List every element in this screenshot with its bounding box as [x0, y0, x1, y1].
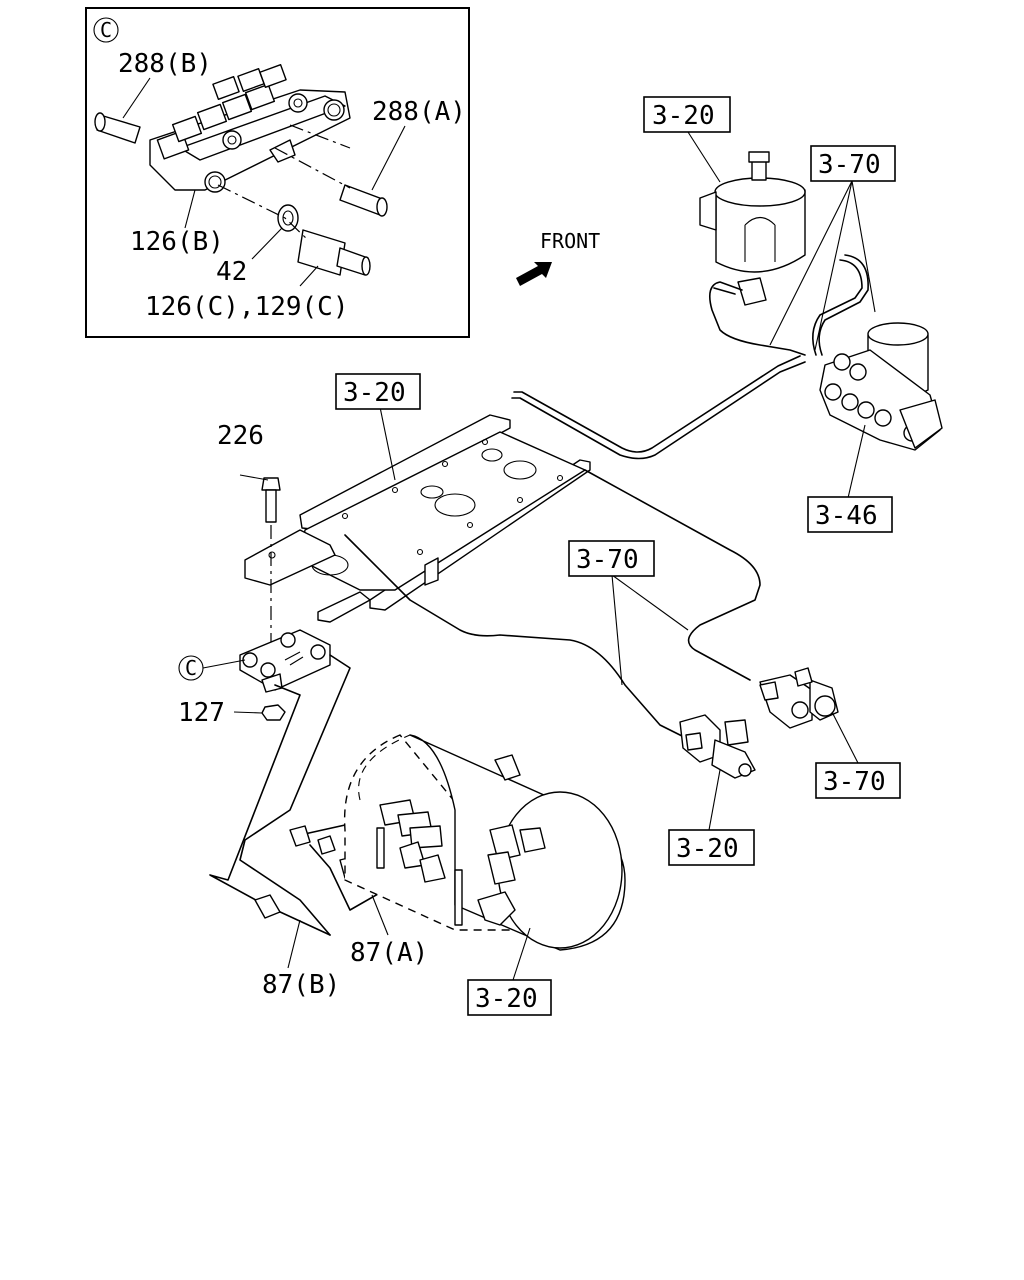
ref-label-pipes-mid: 3-70: [576, 545, 639, 575]
callout-c-text: C: [185, 656, 197, 680]
inset-label-fitting: 126(C),129(C): [145, 292, 349, 322]
bolt-226: [261, 477, 281, 650]
leader-lines: [202, 131, 876, 981]
inset-detail-c: C: [85, 7, 470, 338]
inset-marker-text: C: [100, 18, 112, 42]
ref-label-dryer: 3-46: [815, 501, 878, 531]
ref-label-frame: 3-20: [343, 378, 406, 408]
ref-box-valve-right: 3-70: [815, 762, 901, 799]
relay-valve-right: [759, 667, 839, 729]
ref-label-tank-top: 3-20: [652, 101, 715, 131]
inset-fitting: [297, 229, 371, 276]
callout-c-circle: [178, 655, 204, 681]
valve-assembly-c: [239, 629, 331, 693]
ref-box-frame: 3-20: [335, 373, 421, 410]
main-air-tank: [343, 734, 626, 951]
ref-label-tank-bottom: 3-20: [475, 984, 538, 1014]
air-dryer: [819, 322, 943, 451]
label-bolt: 226: [217, 421, 264, 451]
inset-washer: [277, 204, 299, 232]
ref-box-pipes-mid: 3-70: [568, 540, 655, 577]
label-pipe-b: 87(B): [262, 970, 340, 1000]
inset-frame: [85, 7, 470, 338]
ref-box-valve-mid: 3-20: [668, 829, 755, 866]
ref-label-valve-right: 3-70: [823, 767, 886, 797]
chassis-frame: [244, 414, 591, 623]
front-arrow-icon: [516, 262, 552, 286]
ref-label-valve-mid: 3-20: [676, 834, 739, 864]
inset-label-pin-b: 288(B): [118, 49, 212, 79]
ref-box-tank-top: 3-20: [643, 96, 731, 133]
label-nut: 127: [178, 698, 225, 728]
ref-box-dryer: 3-46: [807, 496, 893, 533]
inset-label-washer: 42: [216, 257, 247, 287]
front-label: FRONT: [540, 229, 600, 253]
inset-marker-circle: [93, 17, 119, 43]
ref-box-tank-bottom: 3-20: [467, 979, 552, 1016]
inset-label-valve-body: 126(B): [130, 227, 224, 257]
valve-mid: [679, 714, 756, 779]
label-pipe-a: 87(A): [350, 938, 428, 968]
front-indicator: FRONT: [516, 229, 600, 286]
ref-label-pipes-top: 3-70: [818, 150, 881, 180]
inset-valve-body: [149, 64, 351, 193]
ref-box-pipes-top: 3-70: [810, 145, 896, 182]
inset-label-pin-a: 288(A): [372, 97, 466, 127]
nut-127: [261, 704, 286, 721]
small-air-tank: [699, 151, 806, 356]
